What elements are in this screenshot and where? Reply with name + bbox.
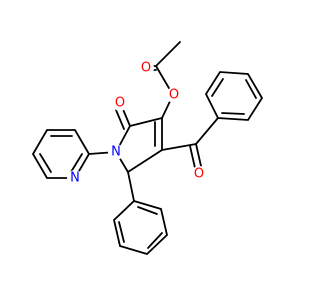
ring-lower-phenyl [113, 199, 168, 256]
ring-pyridine-double-3 [70, 153, 83, 173]
ring-benzoyl-double-2 [245, 79, 257, 99]
atom-ester-oxygen: O [166, 87, 182, 103]
bond-c4-ketone-c [161, 143, 197, 151]
ring-lower-double-1 [118, 221, 125, 243]
atom-acetyl-oxygen-label: O [141, 61, 151, 76]
atom-acetyl-oxygen: O [138, 60, 154, 76]
atom-pyridine-nitrogen: N [67, 170, 83, 186]
bond-c5-phenyl [127, 171, 135, 202]
ring-benzoyl-double-1 [211, 78, 224, 97]
bond-ketone-c-o-a [195, 143, 202, 167]
atom-pyridine-nitrogen-label: N [70, 171, 80, 186]
atom-labels: O O O O N N [67, 60, 207, 186]
atom-ketone-oxygen-label: O [194, 167, 204, 182]
atom-ring-nitrogen: N [108, 144, 124, 160]
ring-benzoyl-phenyl [204, 71, 264, 121]
atom-ketone-oxygen: O [191, 166, 207, 182]
atom-ring-nitrogen-label: N [111, 145, 121, 160]
molecule-structure: O O O O N N [31, 41, 264, 256]
ring-pyridine-double-2 [39, 153, 52, 173]
atom-ester-oxygen-label: O [169, 88, 179, 103]
bond-ketone-c-o-b [189, 145, 196, 169]
ring-benzoyl-double-3 [221, 112, 245, 115]
bond-methyl-carbonyl [155, 41, 181, 67]
bond-ketone-c-phenyl [195, 117, 219, 145]
ring-lower-double-3 [137, 206, 158, 215]
bond-c4-c5 [127, 149, 163, 173]
atom-lactam-oxygen-label: O [115, 96, 125, 111]
atom-lactam-oxygen: O [112, 95, 128, 111]
bond-c2-c3 [129, 117, 163, 127]
bond-c2-lactam-o-b [115, 109, 125, 130]
ring-pyridine [31, 129, 91, 179]
ring-lower-double-2 [147, 232, 163, 249]
